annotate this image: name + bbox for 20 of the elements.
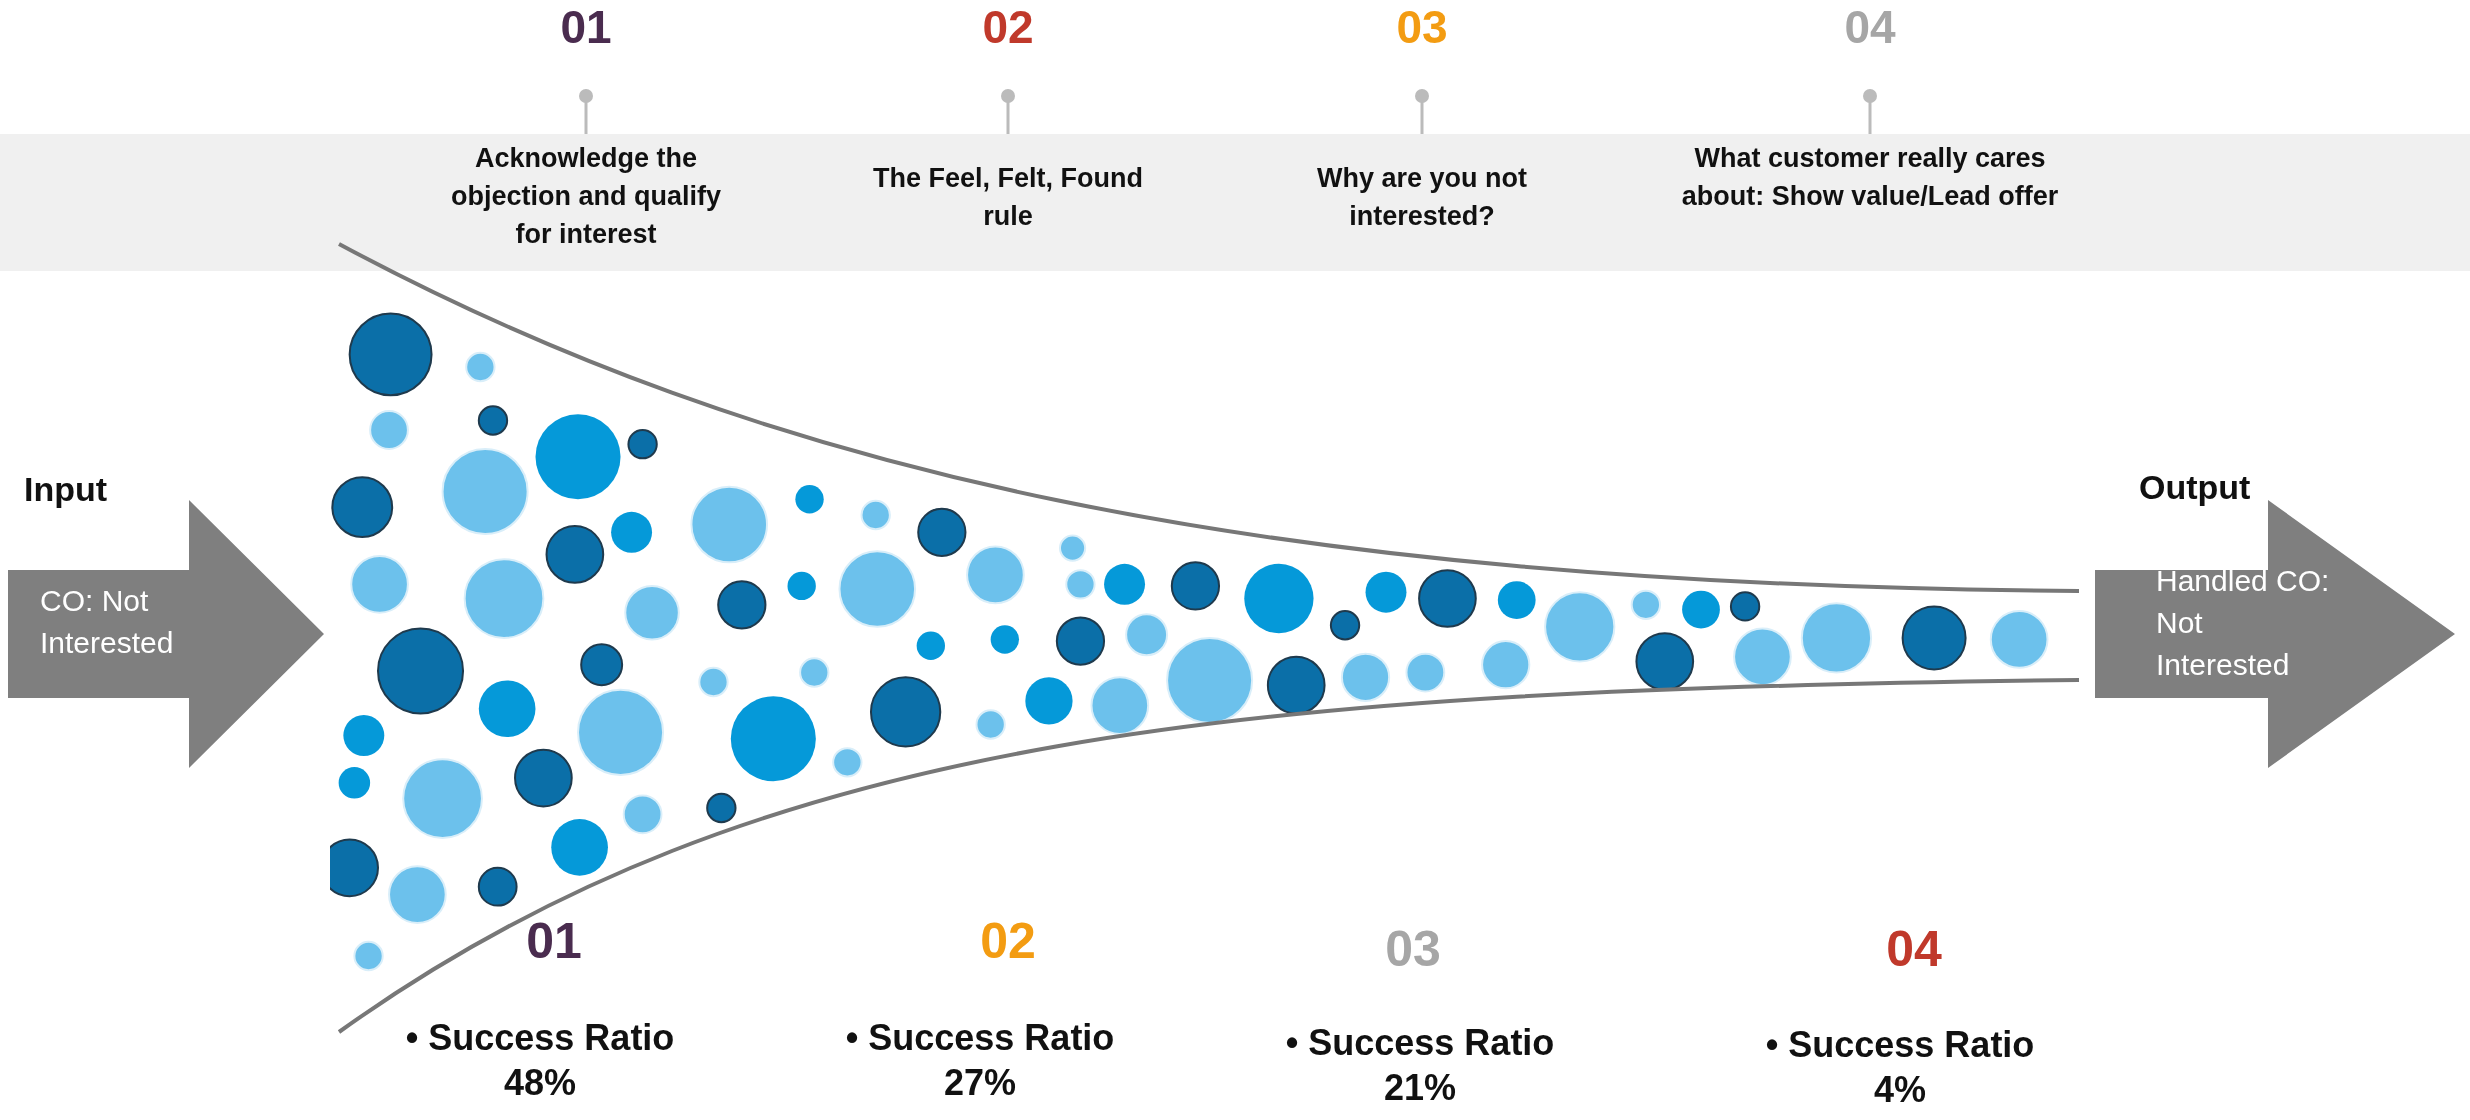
step-number: 04 <box>1885 920 1943 978</box>
step-number: 01 <box>559 0 613 54</box>
step-description: The Feel, Felt, Found rule <box>873 162 1143 233</box>
step-number: 01 <box>525 912 583 970</box>
step-description: Why are you not interested? <box>1316 162 1528 233</box>
step-number: 03 <box>1384 920 1442 978</box>
step-description: What customer really cares about: Show value/Lead offer <box>1680 142 2060 213</box>
success-ratio-text: • Success Ratio 21% <box>1284 1021 1556 1110</box>
arrow-text: Handled CO: Not Interested <box>2156 563 2331 683</box>
arrow-heading: Output <box>2139 468 2251 507</box>
step-number: 04 <box>1843 0 1897 54</box>
success-ratio-text: • Success Ratio 48% <box>404 1016 676 1105</box>
step-number: 03 <box>1395 0 1449 54</box>
success-ratio-text: • Success Ratio 4% <box>1764 1023 2036 1112</box>
step-description: Acknowledge the objection and qualify for interest <box>450 142 722 251</box>
arrow-text: CO: Not Interested <box>40 583 175 661</box>
step-number: 02 <box>979 912 1037 970</box>
arrow-heading: Input <box>24 470 108 509</box>
step-number: 02 <box>981 0 1035 54</box>
success-ratio-text: • Success Ratio 27% <box>844 1016 1116 1105</box>
